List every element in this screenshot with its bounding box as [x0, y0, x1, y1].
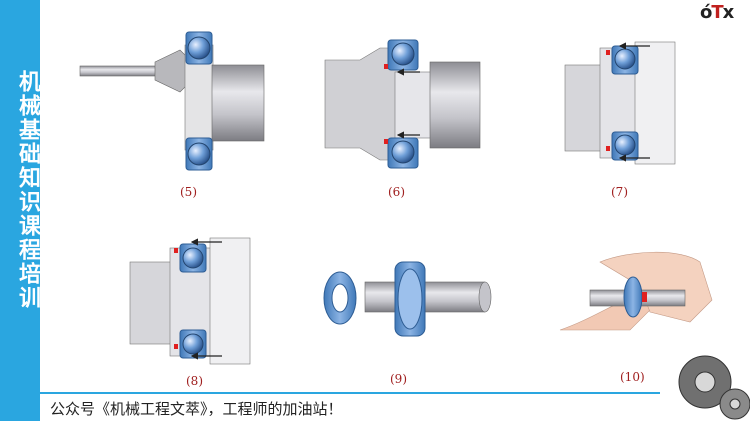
logo-part-b: T	[711, 2, 723, 23]
figure-6	[324, 39, 481, 169]
caption-9: (9)	[390, 372, 407, 386]
figure-5	[79, 31, 265, 171]
sidebar: 机械基础知识课程培训	[0, 0, 40, 421]
logo: óTx	[700, 2, 748, 28]
footer-text: 公众号《机械工程文萃》，工程师的加油站！	[50, 400, 343, 418]
logo-part-c: x	[722, 2, 735, 23]
gear-icon	[678, 355, 750, 420]
figure-10	[559, 251, 713, 331]
figure-8	[129, 237, 251, 365]
footer-divider	[40, 392, 660, 394]
figure-7	[564, 41, 676, 165]
caption-7: (7)	[611, 185, 628, 199]
caption-6: (6)	[388, 185, 405, 199]
sidebar-title: 机械基础知识课程培训	[15, 70, 40, 310]
figure-9	[323, 261, 492, 337]
logo-part-a: ó	[700, 2, 712, 23]
caption-8: (8)	[186, 374, 203, 388]
caption-10: (10)	[620, 370, 645, 384]
caption-5: (5)	[180, 185, 197, 199]
